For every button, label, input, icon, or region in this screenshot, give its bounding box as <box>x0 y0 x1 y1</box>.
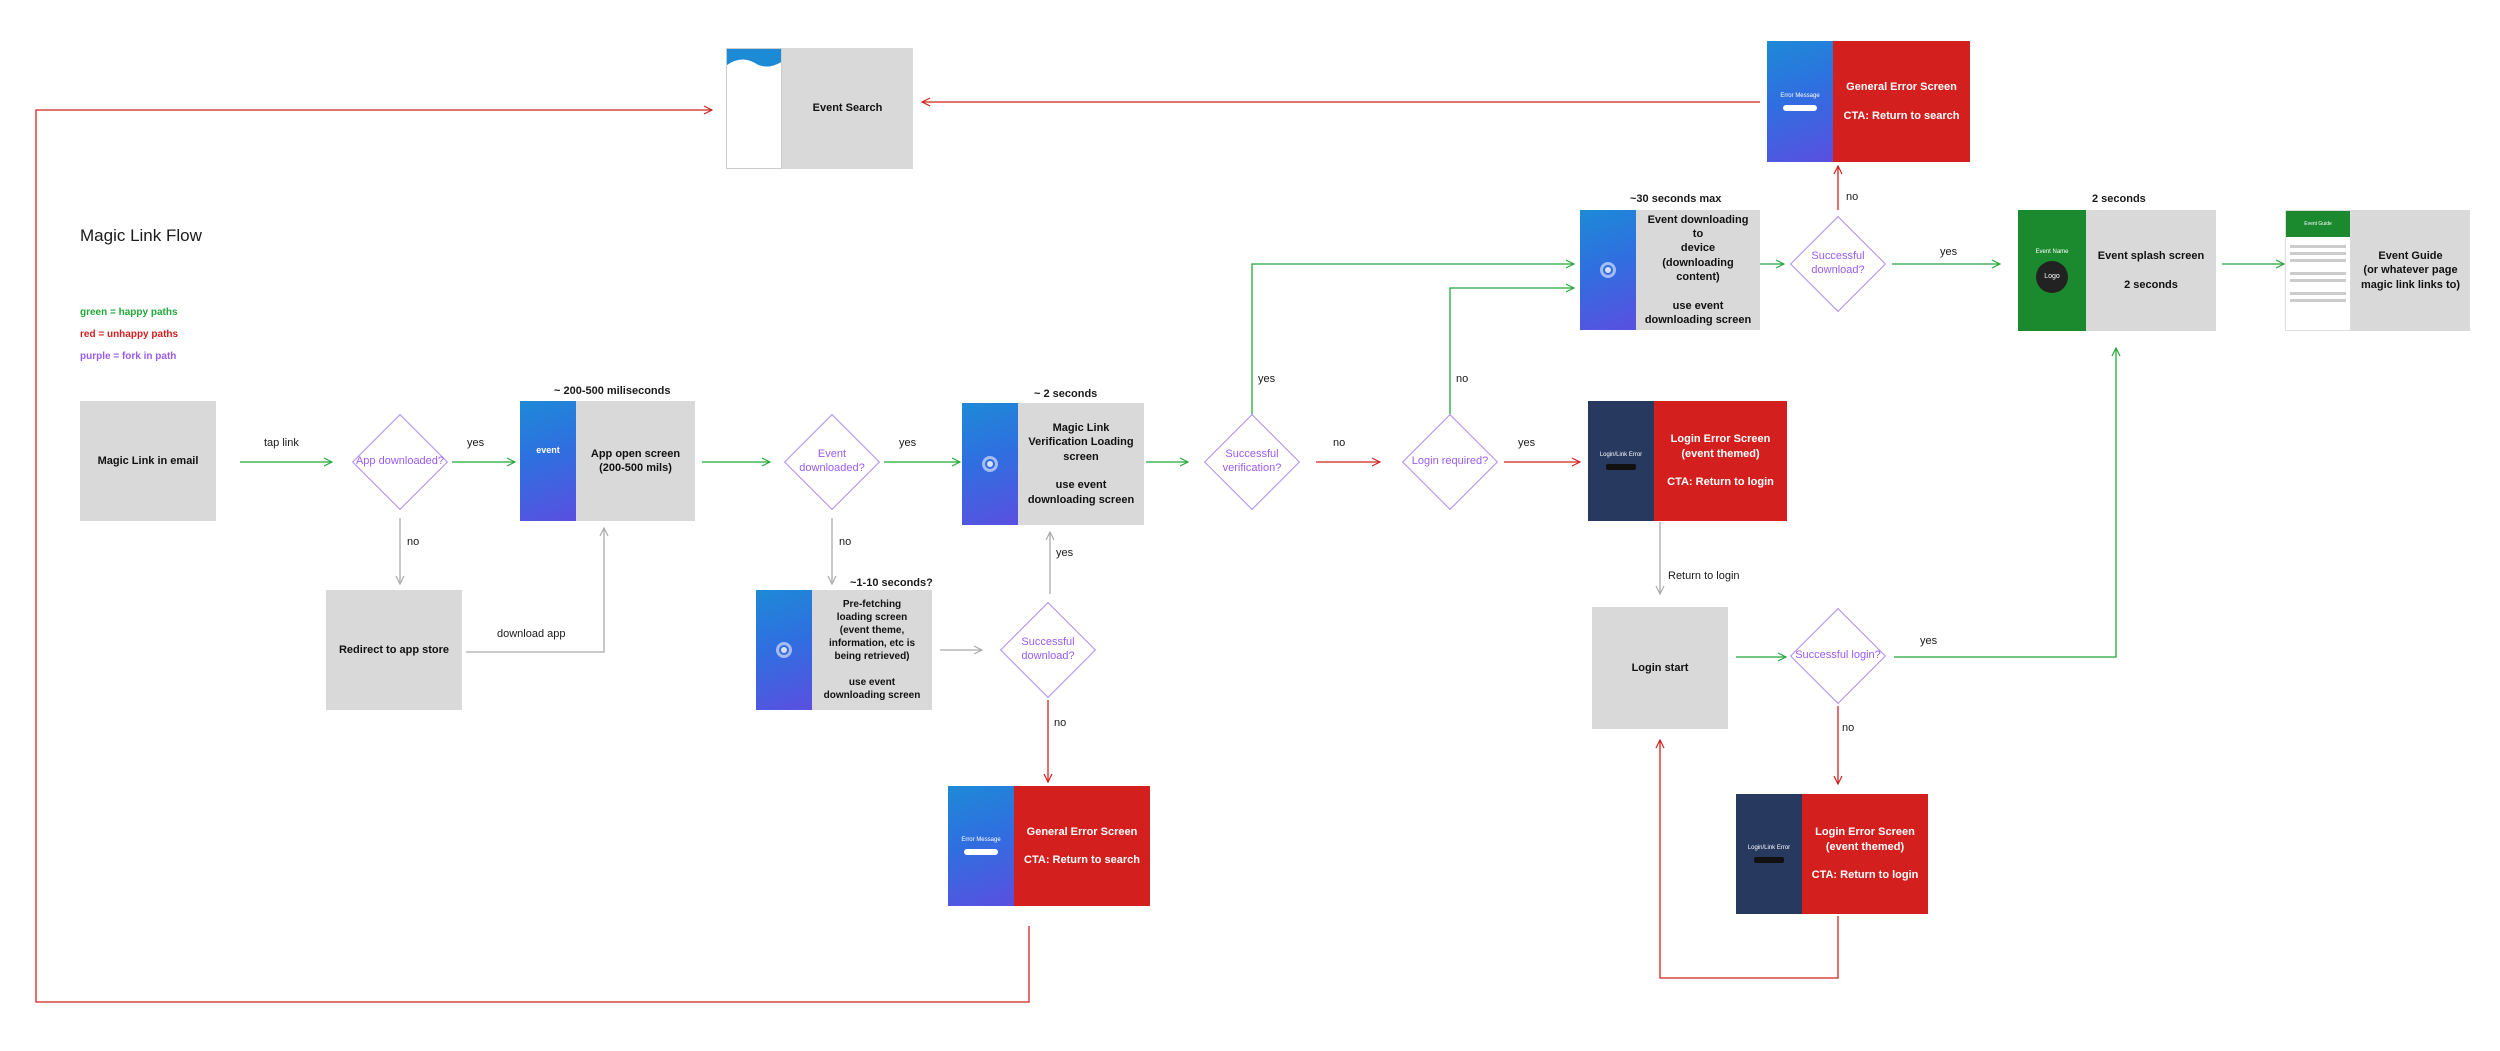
event-downloading-screen: Event downloading to device (downloading… <box>1580 210 1760 330</box>
label-return-to-login: Return to login <box>1668 570 1740 582</box>
splash-label: Event splash screen 2 seconds <box>2097 250 2205 291</box>
loading-thumbnail <box>962 403 1018 525</box>
label-no: no <box>1054 717 1067 729</box>
event-search-screen: Event Search <box>726 48 913 169</box>
splash-thumbnail: Event Name Logo <box>2018 210 2086 331</box>
label-no: no <box>1333 437 1346 449</box>
guide-thumbnail: Event Guide <box>2285 210 2351 331</box>
decision-event-downloaded: Event downloaded? <box>783 413 881 511</box>
decision-login-required: Login required? <box>1401 413 1499 511</box>
label-yes: yes <box>1056 547 1074 559</box>
login-error-label: Login Error Screen (event themed) CTA: R… <box>1811 826 1919 882</box>
prefetch-label: Pre-fetching loading screen (event theme… <box>823 599 921 701</box>
decision-successful-login: Successful login? <box>1789 607 1887 705</box>
event-name-text: Event Name <box>2035 248 2069 255</box>
prefetch-loading-screen: Pre-fetching loading screen (event theme… <box>756 590 932 710</box>
general-error-label: General Error Screen CTA: Return to sear… <box>1843 81 1960 122</box>
guide-header-bar: Event Guide <box>2286 211 2350 237</box>
page-title: Magic Link Flow <box>80 226 202 245</box>
login-error-thumbnail: Login/Link Error <box>1588 401 1654 521</box>
event-search-label: Event Search <box>782 48 913 169</box>
logo-icon: Logo <box>2036 260 2068 293</box>
event-download-label: Event downloading to device (downloading… <box>1644 213 1752 326</box>
error-message-title: Error Message <box>961 837 1001 843</box>
guide-label: Event Guide (or whatever page magic link… <box>2360 250 2461 291</box>
arrow-no-login-to-download <box>1449 288 1574 415</box>
timing-event-download: ~30 seconds max <box>1630 193 1722 205</box>
label-yes: yes <box>1920 635 1938 647</box>
general-error-screen-bottom: Error Message General Error Screen CTA: … <box>948 786 1150 906</box>
legend-purple: purple = fork in path <box>80 351 177 362</box>
event-splash-screen: Event Name Logo Event splash screen 2 se… <box>2018 210 2216 331</box>
login-error-label: Login Error Screen (event themed) CTA: R… <box>1667 433 1774 489</box>
login-error-thumbnail: Login/Link Error <box>1736 794 1802 914</box>
decision-successful-verification: Successful verification? <box>1203 413 1301 511</box>
loading-thumbnail <box>1580 210 1636 330</box>
arrow-login-error-to-start <box>1660 740 1839 979</box>
return-button-graphic <box>1754 857 1784 863</box>
legend-red: red = unhappy paths <box>80 329 179 340</box>
arrow-download-app <box>466 528 604 653</box>
app-open-screen: event App open screen (200-500 mils) <box>520 401 695 521</box>
label-no: no <box>839 536 852 548</box>
return-button-graphic <box>964 849 998 855</box>
label-download-app: download app <box>497 628 566 640</box>
label-no: no <box>1846 191 1859 203</box>
return-button-graphic <box>1606 464 1636 470</box>
legend-green: green = happy paths <box>80 307 178 318</box>
loading-thumbnail <box>756 590 812 710</box>
arrow-verified-to-download <box>1251 264 1574 415</box>
label-no: no <box>1456 373 1469 385</box>
login-start-box: Login start <box>1592 607 1728 729</box>
guide-list-lines <box>2290 245 2346 302</box>
decision-successful-download-1: Successful download? <box>999 601 1097 699</box>
error-thumbnail: Error Message <box>948 786 1014 906</box>
loading-spinner-icon <box>1600 262 1616 278</box>
event-guide-screen: Event Guide Event Guide (or whatever pag… <box>2285 210 2470 331</box>
return-button-graphic <box>1783 104 1817 111</box>
label-no: no <box>1842 722 1855 734</box>
label-yes: yes <box>467 437 485 449</box>
verification-label: Magic Link Verification Loading screen u… <box>1027 422 1135 506</box>
loading-spinner-icon <box>776 642 792 658</box>
login-error-screen-top: Login/Link Error Login Error Screen (eve… <box>1588 401 1787 521</box>
event-search-thumbnail <box>726 48 782 169</box>
label-yes: yes <box>899 437 917 449</box>
magic-link-box: Magic Link in email <box>80 401 216 521</box>
verification-loading-screen: Magic Link Verification Loading screen u… <box>962 403 1144 525</box>
error-message-title: Error Message <box>1780 92 1820 99</box>
timing-prefetch: ~1-10 seconds? <box>850 577 933 589</box>
label-yes: yes <box>1258 373 1276 385</box>
login-error-screen-bottom: Login/Link Error Login Error Screen (eve… <box>1736 794 1928 914</box>
decision-app-downloaded: App downloaded? <box>351 413 449 511</box>
label-yes: yes <box>1940 246 1958 258</box>
guide-header-title: Event Guide <box>2304 221 2332 227</box>
error-thumbnail: Error Message <box>1767 41 1833 162</box>
event-logo-text: event <box>536 445 560 455</box>
timing-splash: 2 seconds <box>2092 193 2146 205</box>
arrow-yes-login-to-splash <box>1894 348 2116 658</box>
label-tap-link: tap link <box>264 437 299 449</box>
general-error-screen-top: Error Message General Error Screen CTA: … <box>1767 41 1970 162</box>
label-no: no <box>407 536 420 548</box>
redirect-app-store-box: Redirect to app store <box>326 590 462 710</box>
timing-verification: ~ 2 seconds <box>1034 388 1098 400</box>
app-open-label: App open screen (200-500 mils) <box>590 447 681 474</box>
loading-spinner-icon <box>982 456 998 472</box>
login-error-title: Login/Link Error <box>1747 845 1791 851</box>
label-yes: yes <box>1518 437 1536 449</box>
timing-app-open: ~ 200-500 miliseconds <box>554 385 671 397</box>
app-open-thumbnail: event <box>520 401 576 521</box>
arrow-error-to-search <box>35 110 1030 1003</box>
general-error-label: General Error Screen CTA: Return to sear… <box>1024 825 1140 867</box>
wave-graphic <box>727 49 781 67</box>
login-error-title: Login/Link Error <box>1599 452 1643 458</box>
decision-successful-download-2: Successful download? <box>1789 215 1887 313</box>
